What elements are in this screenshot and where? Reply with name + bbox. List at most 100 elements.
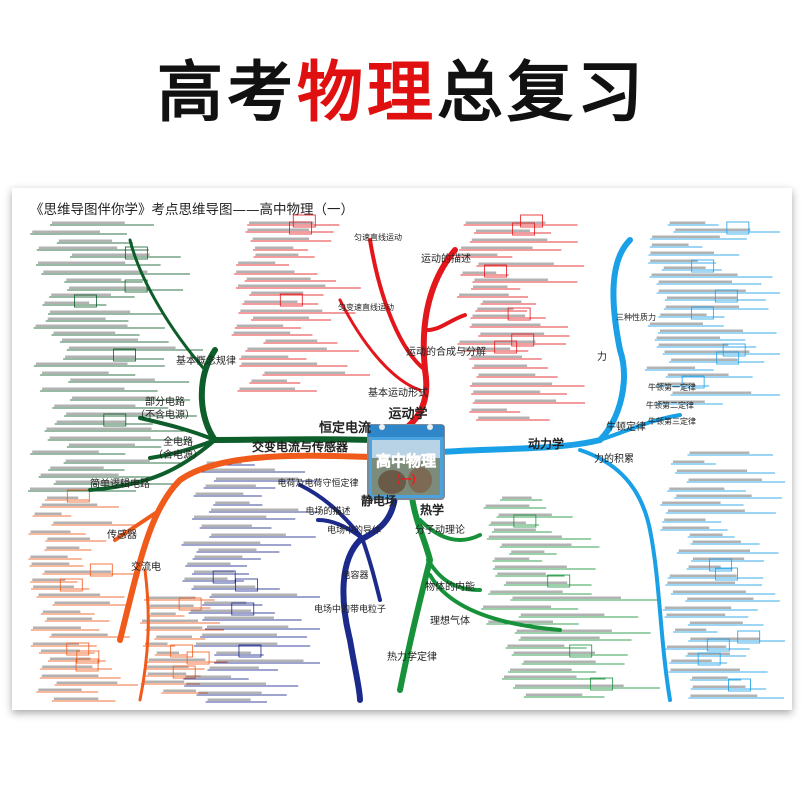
formula-box (690, 306, 714, 320)
leaf-text (497, 572, 546, 575)
ac-subs-0-label: 传感器 (107, 528, 137, 541)
leaf-text (185, 675, 232, 678)
leaf-text (50, 466, 104, 469)
leaf-text (156, 651, 180, 654)
leaf-text (465, 221, 546, 224)
leaf-text (30, 555, 68, 558)
leaf-text (650, 251, 715, 254)
formula-box (681, 375, 705, 389)
leaf-text (32, 578, 66, 581)
thermal-subs-0-label: 分子动理论 (415, 523, 465, 536)
formula-box (512, 222, 535, 236)
leaf-text (671, 358, 738, 361)
leaf-text (687, 652, 730, 655)
leaf-text (209, 666, 259, 669)
leaf-text (54, 601, 110, 604)
leaf-text (233, 331, 291, 334)
headline-part1: 高考 (157, 54, 297, 131)
leaf-text (689, 533, 723, 536)
center-title: 高中物理 (376, 452, 436, 470)
leaf-text (463, 347, 511, 350)
leaf-text (478, 416, 530, 419)
leaf-text (53, 521, 113, 524)
leaf-text (678, 549, 750, 552)
current-subs-5-label: 简单逻辑电路 (90, 477, 150, 490)
leaf-text (206, 625, 289, 628)
formula-box (706, 638, 730, 652)
leaf-text (664, 606, 732, 609)
leaf-text (507, 644, 565, 647)
kinematics-subs-4-label: 匀速直线运动 (354, 232, 402, 242)
leaf-text (149, 604, 194, 607)
leaf-text (662, 501, 721, 504)
leaf-text (478, 373, 536, 376)
leaf-text (46, 617, 93, 620)
formula-box (231, 602, 255, 616)
leaf-text (69, 286, 151, 289)
leaf-text (692, 540, 741, 543)
leaf-text (471, 382, 553, 385)
formula-box (186, 651, 210, 665)
formula-box (212, 570, 236, 584)
leaf-text (675, 228, 751, 231)
leaf-text (488, 535, 562, 538)
leaf-text (47, 496, 79, 499)
electrostatics-subs-4-label: 电场中的带电粒子 (314, 603, 386, 615)
leaf-text (211, 533, 286, 536)
leaf-text (193, 570, 234, 573)
formula-box (511, 333, 535, 347)
leaf-text (474, 399, 557, 402)
leaf-text (502, 496, 532, 499)
leaf-text (251, 291, 304, 294)
electrostatics-subs-0-label: 电荷及电荷守恒定律 (277, 477, 358, 489)
formula-box (494, 340, 518, 354)
leaf-text (651, 273, 738, 276)
leaf-text (493, 528, 536, 531)
leaf-text (667, 373, 729, 376)
leaf-text (147, 626, 203, 629)
leaf-text (211, 593, 298, 596)
electrostatics-subs-3-label: 电容器 (341, 569, 368, 581)
branch-electrostatics-sub (298, 483, 364, 540)
leaf-text (516, 629, 612, 632)
leaf-text (672, 460, 705, 463)
dynamics-label-label: 动力学 (528, 436, 564, 451)
leaf-text (692, 676, 728, 679)
current-subs-2-label: （不含电源） (135, 408, 195, 421)
leaf-text (54, 404, 136, 407)
branch-kinematics-sub (368, 238, 427, 372)
branch-current-sub (138, 416, 217, 442)
leaf-notes (28, 214, 785, 703)
thermal-subs-3-label: 热力学定律 (387, 650, 437, 663)
leaf-text (490, 590, 563, 593)
dynamics-subs-2-label: 力的积累 (594, 452, 634, 465)
branch-thermal-sub (418, 518, 482, 542)
branch-current-sub (88, 438, 217, 492)
branch-electrostatics (340, 494, 398, 703)
calendar-ring-icon (427, 424, 433, 430)
leaf-text (471, 355, 523, 358)
kinematics-subs-2-label: 基本运动形式 (368, 386, 428, 399)
leaf-text (658, 343, 729, 346)
leaf-text (183, 541, 261, 544)
leaf-text (472, 314, 526, 317)
electrostatics-label-label: 静电场 (361, 493, 397, 508)
leaf-text (31, 562, 70, 565)
leaf-text (51, 221, 125, 224)
leaf-text (676, 494, 752, 497)
leaf-text (692, 685, 746, 688)
branch-thermal-sub (426, 558, 482, 592)
leaf-text (664, 350, 750, 353)
leaf-text (53, 331, 116, 334)
leaf-text (47, 537, 90, 540)
leaf-text (247, 228, 310, 231)
leaf-text (150, 612, 176, 615)
formula-box (59, 578, 83, 592)
leaf-text (689, 451, 750, 454)
leaf-text (215, 477, 299, 480)
leaf-text (482, 300, 522, 303)
leaf-text (38, 593, 101, 596)
leaf-text (38, 246, 118, 249)
leaf-text (145, 596, 196, 599)
leaf-text (664, 518, 706, 521)
